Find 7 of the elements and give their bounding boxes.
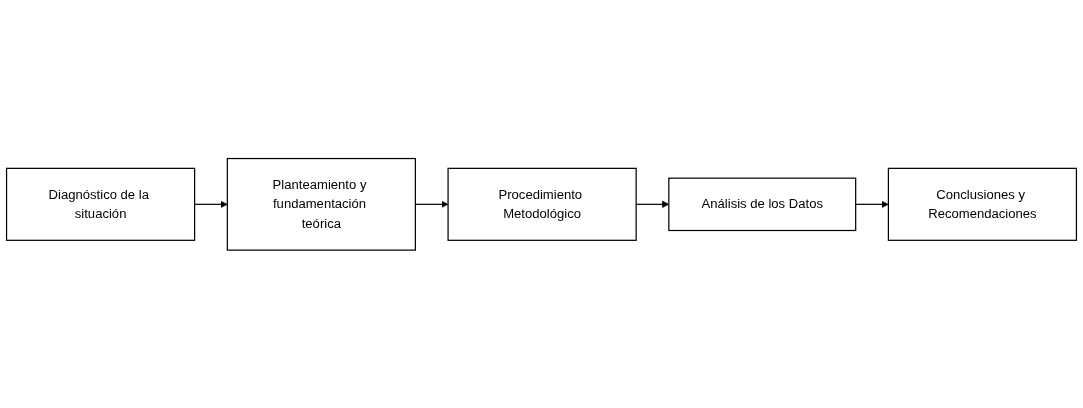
node-box: Conclusiones y Recomendaciones	[887, 167, 1078, 241]
node-box: Diagnóstico de la situación	[5, 167, 196, 241]
node-box: Análisis de los Datos	[668, 177, 857, 231]
node-box: Planteamiento y fundamentación teórica	[226, 157, 416, 251]
arrow	[194, 200, 228, 208]
arrow	[855, 200, 889, 208]
node-box: Procedimiento Metodológico	[447, 167, 637, 241]
